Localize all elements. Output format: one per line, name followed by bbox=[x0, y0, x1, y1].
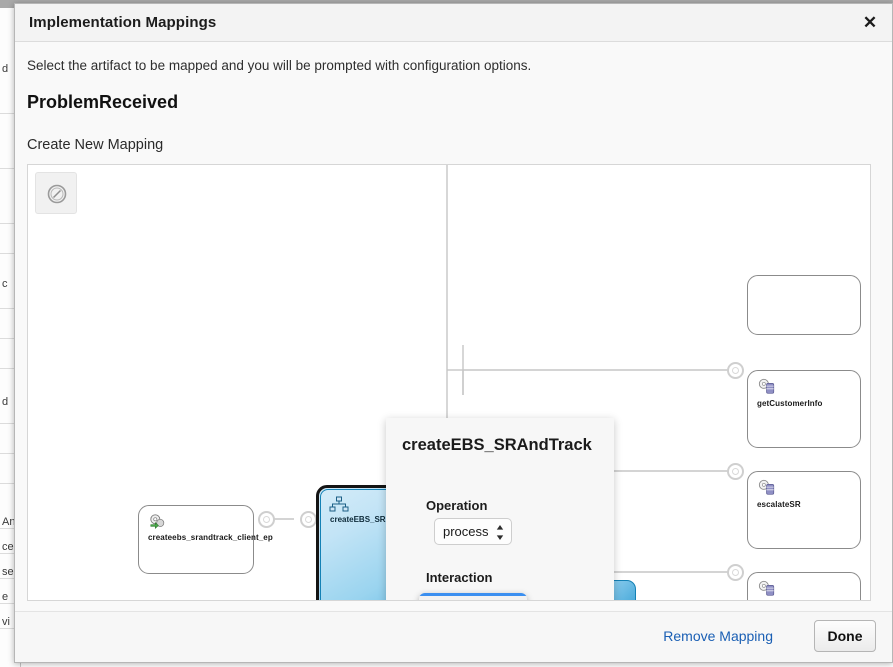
gear-database-icon bbox=[758, 479, 775, 495]
background-rule bbox=[0, 338, 20, 339]
artifact-title: ProblemReceived bbox=[27, 92, 179, 112]
instructions-text: Select the artifact to be mapped and you… bbox=[27, 58, 532, 73]
service-node-assignsr[interactable]: assignSR bbox=[747, 572, 861, 600]
dropdown-accent-bar bbox=[419, 593, 527, 596]
service-node-escalatesr[interactable]: escalateSR bbox=[747, 471, 861, 549]
background-rule bbox=[0, 168, 20, 169]
background-rule bbox=[0, 578, 20, 579]
port-getcustomerinfo-in[interactable] bbox=[727, 362, 744, 379]
operation-label: Operation bbox=[426, 498, 488, 513]
background-text-fragment: c bbox=[2, 278, 8, 290]
mapping-canvas[interactable]: createebs_srandtrack_client_ep getCustom… bbox=[27, 164, 871, 601]
background-rule bbox=[0, 253, 20, 254]
node-configuration-popup: createEBS_SRAndTrack Operation process I… bbox=[386, 418, 614, 600]
background-rule bbox=[0, 423, 20, 424]
background-text-fragment: ce bbox=[2, 541, 14, 553]
compass-navigate-icon[interactable] bbox=[35, 172, 77, 214]
background-text-fragment: se bbox=[2, 566, 14, 578]
operation-select-value: process bbox=[443, 524, 489, 539]
port-composite-in[interactable] bbox=[300, 511, 317, 528]
stepper-updown-icon bbox=[496, 525, 504, 540]
background-text-fragment: An bbox=[2, 516, 16, 528]
background-rule bbox=[0, 483, 20, 484]
background-rule bbox=[0, 368, 20, 369]
port-assignsr-in[interactable] bbox=[727, 564, 744, 581]
dialog-title: Implementation Mappings bbox=[29, 14, 217, 31]
background-rule bbox=[0, 223, 20, 224]
background-rule bbox=[0, 628, 20, 629]
operation-select[interactable]: process bbox=[434, 518, 512, 545]
interaction-label: Interaction bbox=[426, 570, 493, 585]
background-rule bbox=[0, 603, 20, 604]
interaction-dropdown-menu[interactable]: ✓ Select REQUEST bbox=[419, 593, 527, 600]
background-rule bbox=[0, 308, 20, 309]
gear-service-import-icon bbox=[150, 514, 165, 530]
background-rule bbox=[0, 113, 20, 114]
background-rule bbox=[0, 453, 20, 454]
service-node-getcustomerinfo[interactable]: getCustomerInfo bbox=[747, 370, 861, 448]
composite-node-label: createEBS_SRAnd bbox=[330, 515, 402, 524]
background-text-fragment: vi bbox=[2, 616, 10, 628]
dialog-footer: Remove Mapping Done bbox=[15, 611, 892, 662]
service-node-partial-top[interactable] bbox=[747, 275, 861, 335]
close-icon[interactable]: ✕ bbox=[862, 13, 878, 32]
create-new-mapping-label: Create New Mapping bbox=[27, 137, 164, 153]
background-rule bbox=[0, 553, 20, 554]
dialog-titlebar: Implementation Mappings ✕ bbox=[15, 4, 892, 42]
done-button[interactable]: Done bbox=[814, 620, 876, 652]
popup-title: createEBS_SRAndTrack bbox=[402, 436, 592, 454]
remove-mapping-link[interactable]: Remove Mapping bbox=[663, 628, 773, 644]
dropdown-option-select[interactable]: ✓ Select bbox=[419, 596, 527, 600]
service-node-client-ep[interactable]: createebs_srandtrack_client_ep bbox=[138, 505, 273, 574]
service-node-label: getCustomerInfo bbox=[757, 399, 823, 408]
dialog-body: Select the artifact to be mapped and you… bbox=[15, 42, 892, 612]
port-client-out[interactable] bbox=[258, 511, 275, 528]
check-icon: ✓ bbox=[426, 596, 435, 600]
background-text-fragment: e bbox=[2, 591, 9, 603]
gear-database-icon bbox=[758, 378, 775, 394]
gear-database-icon bbox=[758, 580, 775, 596]
canvas-inner: createebs_srandtrack_client_ep getCustom… bbox=[28, 165, 870, 600]
background-text-fragment: d bbox=[2, 63, 9, 75]
compass-navigate-glyph bbox=[47, 184, 67, 204]
port-escalatesr-in[interactable] bbox=[727, 463, 744, 480]
dropdown-option-label: Select bbox=[441, 598, 477, 600]
service-node-label: createebs_srandtrack_client_ep bbox=[148, 533, 273, 542]
implementation-mappings-dialog: Implementation Mappings ✕ Select the art… bbox=[14, 3, 893, 663]
composite-tree-icon bbox=[329, 496, 349, 512]
background-rule bbox=[0, 528, 20, 529]
service-node-label: escalateSR bbox=[757, 500, 801, 509]
background-text-fragment: d bbox=[2, 396, 9, 408]
